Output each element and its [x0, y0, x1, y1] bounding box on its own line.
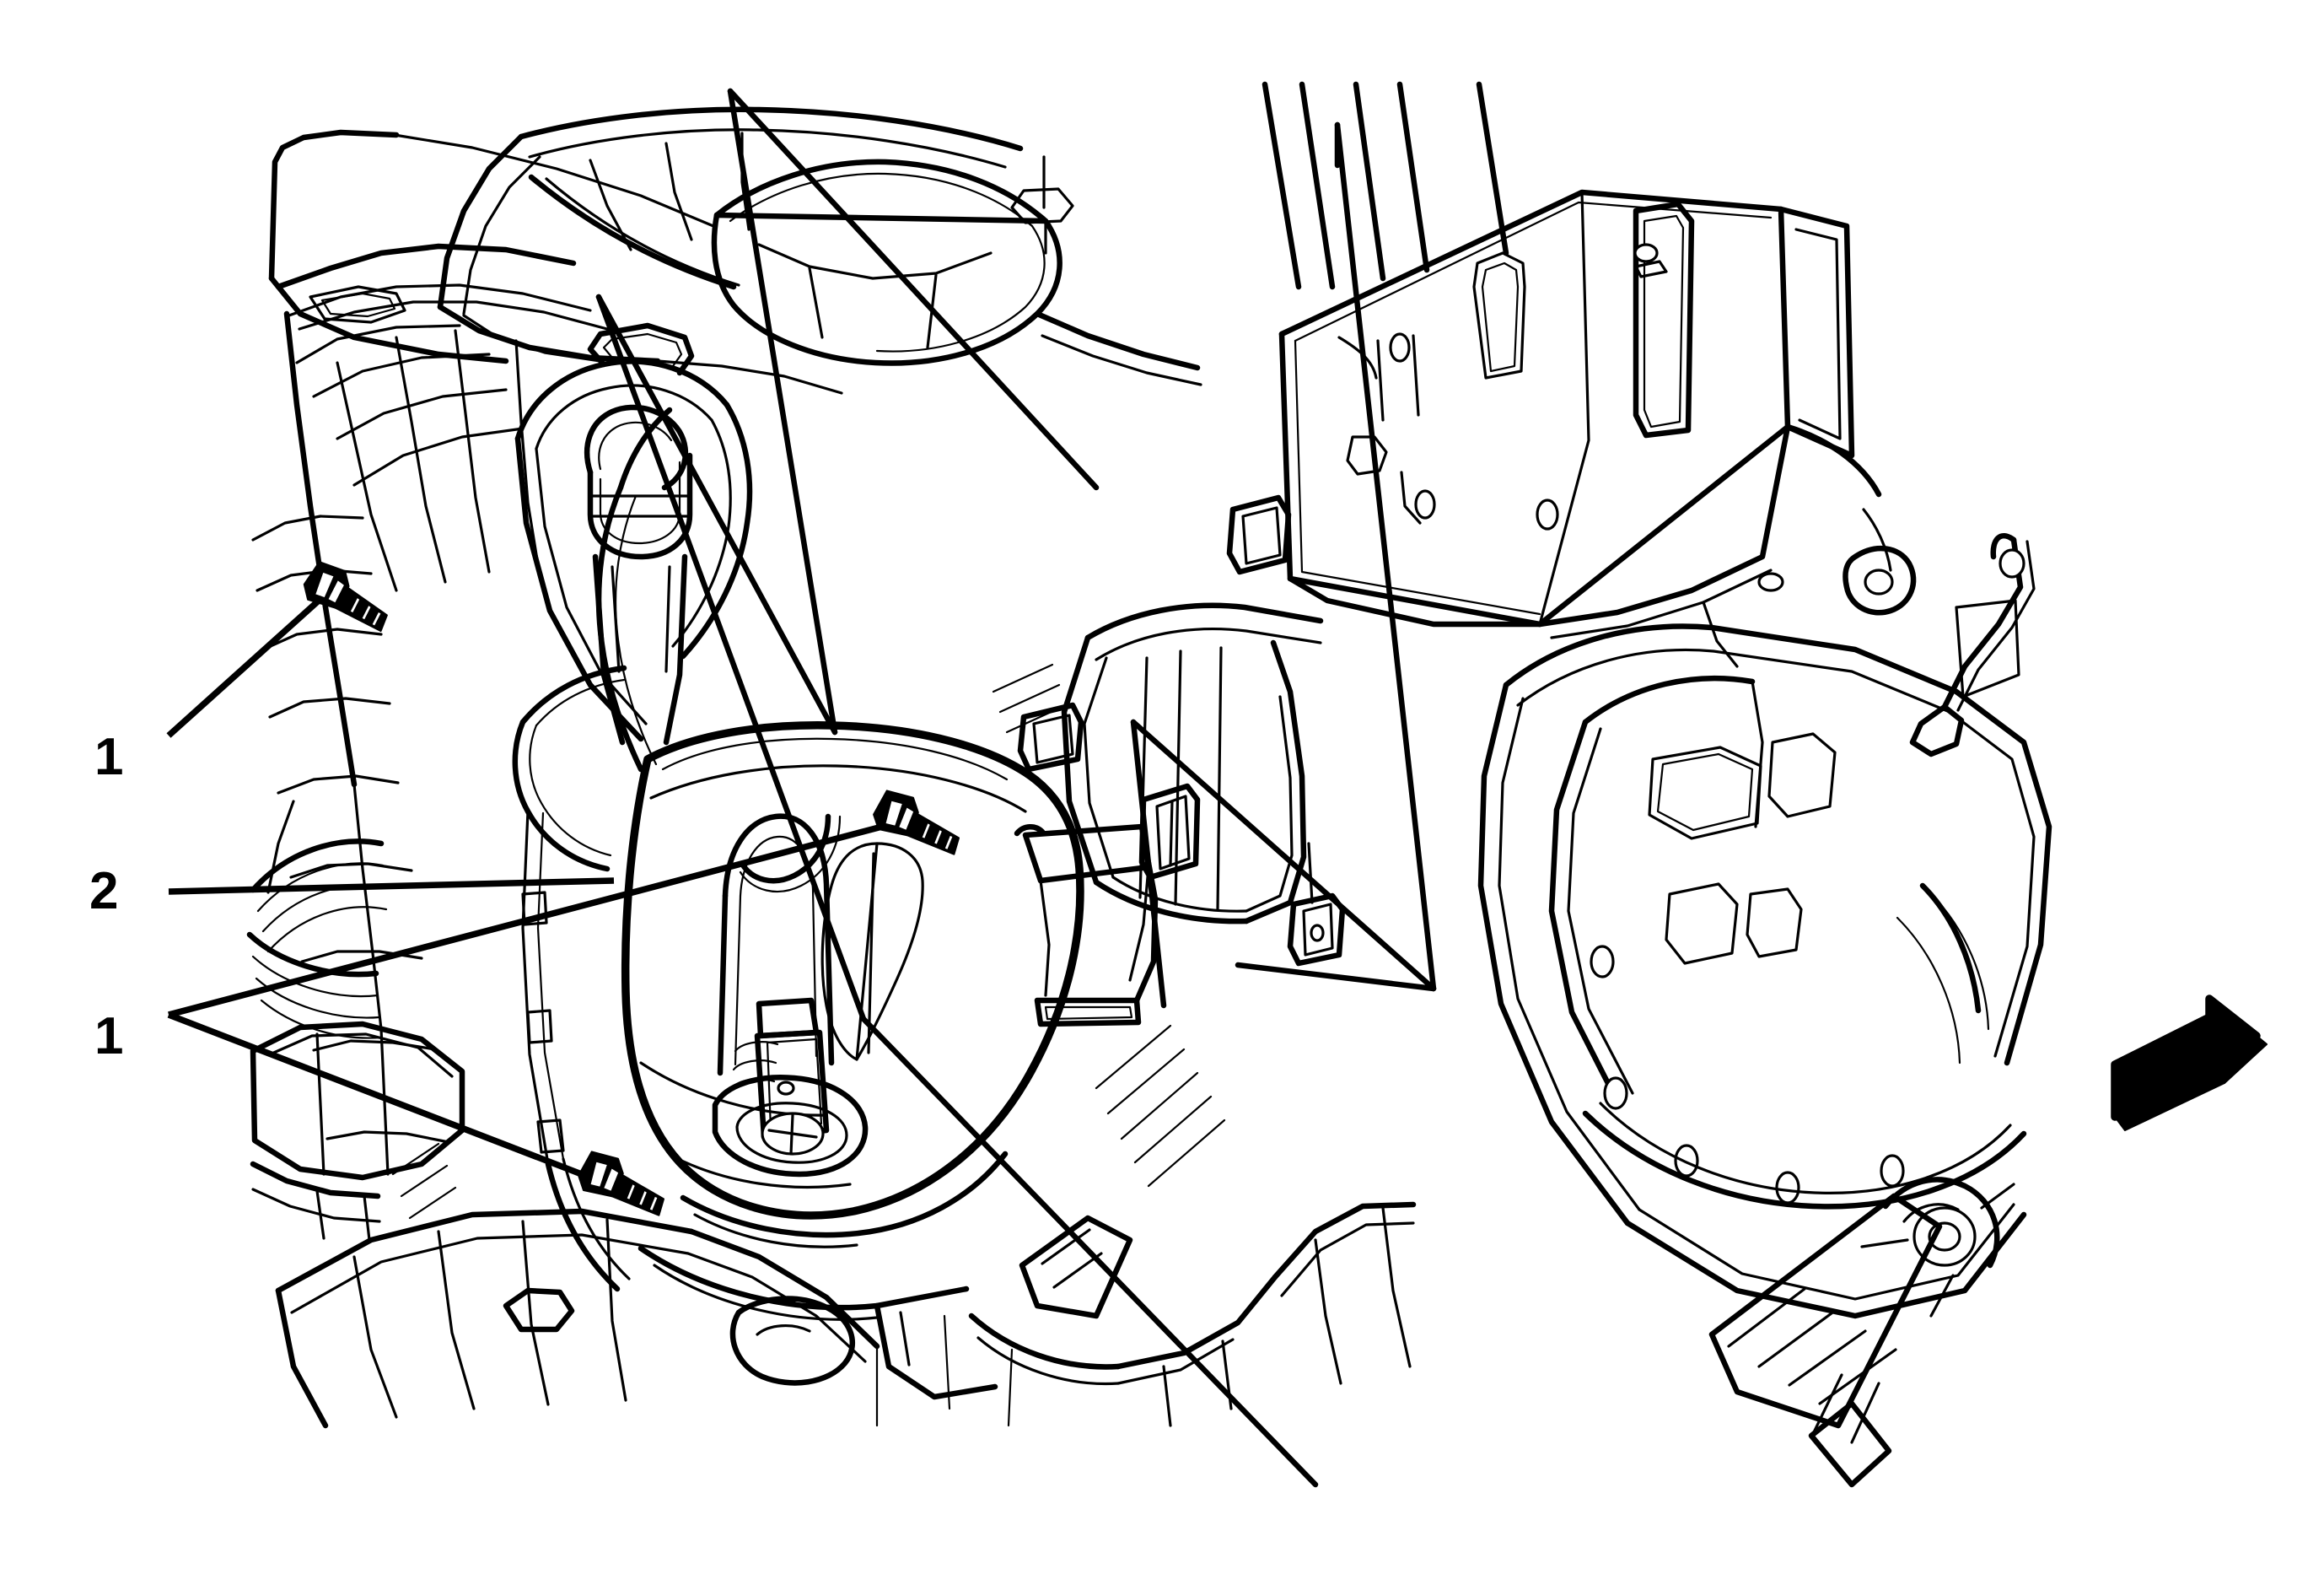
callout-label-1-upper: 1 — [94, 728, 123, 786]
upper-tie-bar — [1017, 494, 1346, 967]
bolt-upper — [303, 561, 388, 633]
callout-label-2: 2 — [89, 862, 118, 920]
vehicle-direction-arrow — [2111, 995, 2268, 1131]
exploded-path-lines — [595, 81, 1509, 1488]
leader-callout-1-lower-b — [167, 1011, 592, 1181]
battery-tray — [1278, 189, 1917, 668]
hose-routing — [391, 663, 1226, 1292]
radiator-support — [1477, 533, 2052, 1488]
leader-callout-1-upper — [166, 598, 321, 738]
callout-label-1-lower: 1 — [94, 1007, 123, 1065]
lower-structure — [250, 1161, 1417, 1429]
strut-tower — [437, 106, 1202, 395]
leader-callout-2 — [168, 877, 615, 895]
filler-neck — [514, 322, 753, 746]
bolt-lower — [578, 1151, 665, 1216]
fender-inner-panel — [246, 129, 715, 1144]
callout-leaders — [166, 598, 883, 1181]
bolt-middle — [873, 790, 960, 855]
leader-callout-1-lower-a — [168, 823, 883, 1018]
